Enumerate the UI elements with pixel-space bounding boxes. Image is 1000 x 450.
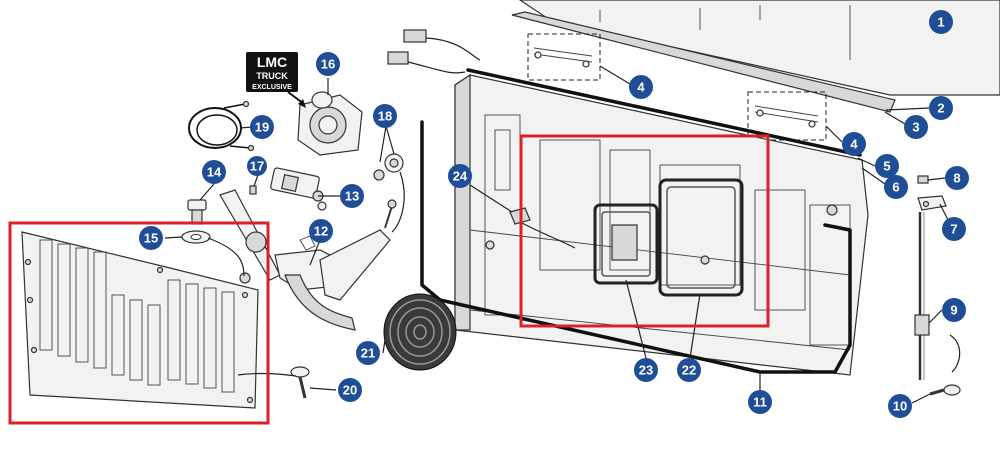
svg-text:4: 4 <box>850 137 858 152</box>
latch-rod <box>373 153 405 233</box>
svg-text:16: 16 <box>321 57 335 72</box>
badge-line-2: TRUCK <box>256 71 288 81</box>
svg-text:2: 2 <box>937 101 944 116</box>
callout-16: 16 <box>316 52 340 76</box>
callout-22: 22 <box>677 358 701 382</box>
callout-5: 5 <box>875 154 899 178</box>
svg-text:18: 18 <box>378 109 392 124</box>
release-cable <box>188 100 255 152</box>
callout-8: 8 <box>945 166 969 190</box>
latch-mechanism <box>219 189 397 331</box>
svg-text:22: 22 <box>682 363 696 378</box>
seal-tape-roll <box>383 293 457 371</box>
callout-3: 3 <box>904 115 928 139</box>
tailgate-seal <box>420 120 852 374</box>
latch-bolt <box>187 199 207 225</box>
svg-text:15: 15 <box>144 231 158 246</box>
svg-text:17: 17 <box>250 159 264 174</box>
callout-4a: 4 <box>629 75 653 99</box>
badge-line-3: EXCLUSIVE <box>252 84 292 91</box>
cable-bolt <box>929 384 961 396</box>
svg-text:13: 13 <box>345 189 359 204</box>
callout-4b: 4 <box>842 132 866 156</box>
window-frame-large <box>658 178 744 297</box>
callout-10: 10 <box>888 394 912 418</box>
latch-screw <box>249 185 257 195</box>
callout-7: 7 <box>942 217 966 241</box>
svg-text:24: 24 <box>453 169 468 184</box>
svg-text:20: 20 <box>343 383 357 398</box>
hinge-bracket <box>917 175 947 211</box>
svg-text:11: 11 <box>753 395 767 410</box>
window-frame-small <box>593 203 659 285</box>
highlight-window-frames <box>519 134 770 328</box>
window-glass <box>518 0 1000 96</box>
badge-line-1: LMC <box>257 54 287 70</box>
callout-23: 23 <box>634 358 658 382</box>
svg-text:12: 12 <box>314 224 328 239</box>
glass-channel <box>511 11 896 113</box>
panel-screw <box>290 366 310 399</box>
callout-21: 21 <box>356 341 380 365</box>
svg-text:8: 8 <box>953 171 960 186</box>
callout-19: 19 <box>250 115 274 139</box>
callout-20: 20 <box>338 378 362 402</box>
highlight-inner-panel <box>8 221 270 425</box>
lmc-exclusive-badge: LMC TRUCK EXCLUSIVE <box>246 52 306 108</box>
callout-2: 2 <box>929 96 953 120</box>
svg-text:4: 4 <box>637 80 645 95</box>
svg-text:5: 5 <box>883 159 890 174</box>
inner-weatherstrip <box>466 68 862 157</box>
channel-bracket <box>527 33 601 81</box>
callout-15: 15 <box>139 226 163 250</box>
svg-text:21: 21 <box>361 346 375 361</box>
svg-text:23: 23 <box>639 363 653 378</box>
svg-text:1: 1 <box>937 15 944 30</box>
svg-text:9: 9 <box>950 303 957 318</box>
svg-text:10: 10 <box>893 399 907 414</box>
svg-text:7: 7 <box>950 222 957 237</box>
support-cable <box>914 212 961 380</box>
svg-text:6: 6 <box>892 180 899 195</box>
callout-18: 18 <box>373 104 397 128</box>
callout-11: 11 <box>748 390 772 414</box>
callout-1: 1 <box>929 10 953 34</box>
inner-access-panel <box>21 231 259 409</box>
lock-actuator <box>270 167 327 211</box>
svg-text:19: 19 <box>255 120 269 135</box>
callout-17: 17 <box>247 156 267 176</box>
glass-clip <box>387 29 481 74</box>
callout-24: 24 <box>448 164 472 188</box>
callout-6: 6 <box>884 175 908 199</box>
callout-14: 14 <box>202 160 226 184</box>
svg-text:3: 3 <box>912 120 919 135</box>
callout-13: 13 <box>340 184 364 208</box>
svg-text:14: 14 <box>207 165 222 180</box>
power-motor <box>297 91 363 156</box>
callout-9: 9 <box>942 298 966 322</box>
callout-12: 12 <box>309 219 333 243</box>
